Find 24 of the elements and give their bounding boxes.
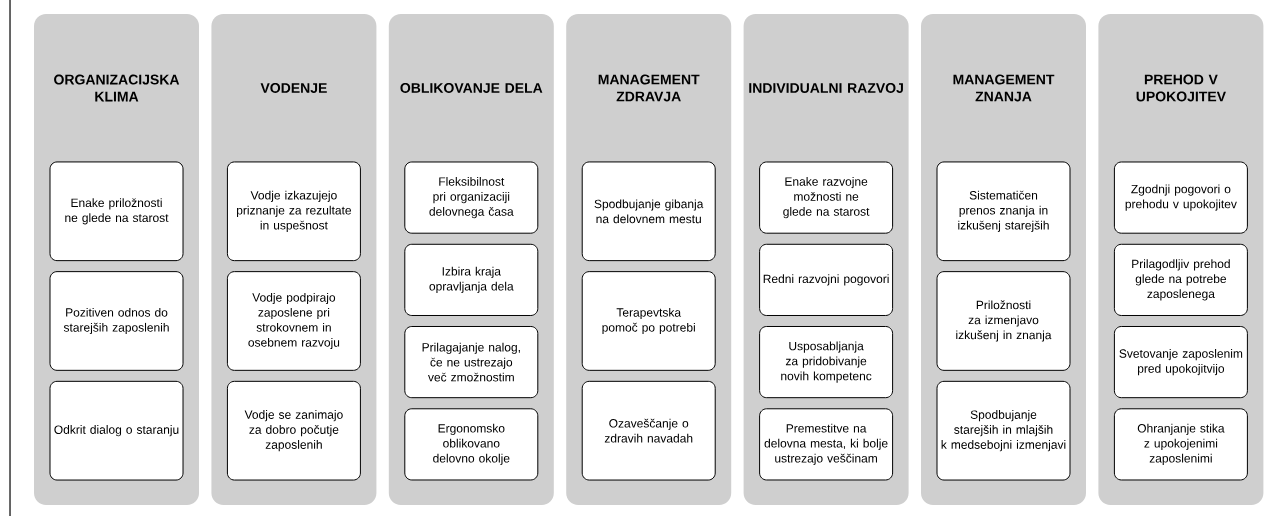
- item-box: Vodje izkazujejo priznanje za rezultate in uspešnost: [226, 161, 361, 262]
- item-box: Pozitiven odnos do starejših zaposlenih: [49, 271, 184, 371]
- item-box: Prilagajanje nalog, če ne ustrezajo več zmožnostim: [404, 326, 539, 399]
- item-box: Ohranjanje stika z upokojenimi zaposlenimi: [1113, 408, 1248, 481]
- item-box: Premestitve na delovna mesta, ki bolje ustrezajo veščinam: [759, 408, 894, 481]
- item-box: Vodje se zanimajo za dobro počutje zaposlenih: [226, 380, 361, 481]
- item-box: Spodbujanje starejših in mlajših k medsebojni izmenjavi: [936, 380, 1071, 481]
- item-box: Svetovanje zaposlenim pred upokojitvijo: [1113, 326, 1248, 399]
- item-box: Terapevtska pomoč po potrebi: [581, 271, 716, 371]
- item-box: Odkrit dialog o staranju: [49, 380, 184, 481]
- item-box: Redni razvojni pogovori: [759, 243, 894, 316]
- item-box: Enake priložnosti ne glede na starost: [49, 161, 184, 262]
- item-box: Izbira kraja opravljanja dela: [404, 243, 539, 316]
- item-box: Fleksibilnost pri organizaciji delovnega časa: [404, 161, 539, 234]
- item-box: Priložnosti za izmenjavo izkušenj in znanja: [936, 271, 1071, 371]
- item-box: Usposabljanja za pridobivanje novih kompetenc: [759, 326, 894, 399]
- item-box: Sistematičen prenos znanja in izkušenj starejših: [936, 161, 1071, 262]
- item-box: Enake razvojne možnosti ne glede na starost: [759, 161, 894, 234]
- item-box: Zgodnji pogovori o prehodu v upokojitev: [1113, 161, 1248, 234]
- item-box: Ergonomsko oblikovano delovno okolje: [404, 408, 539, 481]
- item-box: Ozaveščanje o zdravih navadah: [581, 380, 716, 481]
- item-box: Vodje podpirajo zaposlene pri strokovnem in osebnem razvoju: [226, 271, 361, 371]
- item-box: Spodbujanje gibanja na delovnem mestu: [581, 161, 716, 262]
- item-box: Prilagodljiv prehod glede na potrebe zaposlenega: [1113, 243, 1248, 316]
